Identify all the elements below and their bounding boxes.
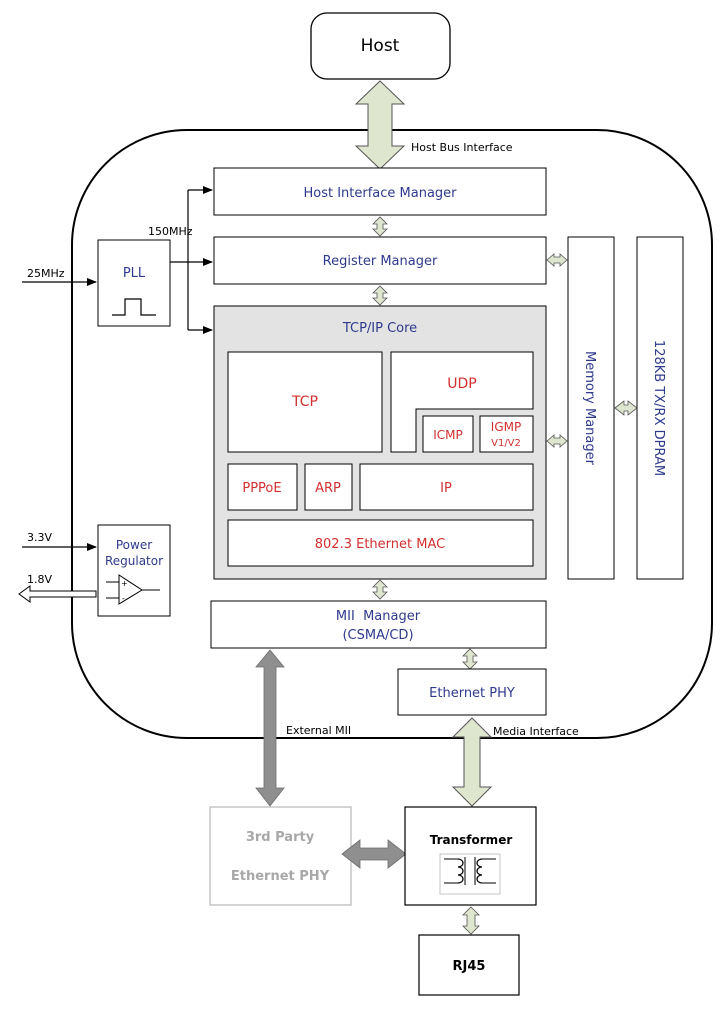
power-output-label: 1.8V: [27, 573, 52, 586]
transformer-label: Transformer: [430, 833, 513, 847]
power-regulator-title-line2: Regulator: [105, 554, 163, 568]
igmp-block: [479, 415, 534, 453]
tcpip-core-label: TCP/IP Core: [342, 321, 417, 336]
svg-text:+: +: [121, 579, 128, 588]
rm-memory-arrow-icon: [546, 253, 568, 267]
pll-label: PLL: [123, 266, 146, 281]
ip-block: [359, 463, 534, 511]
power-regulator-title-line1: Power: [116, 538, 152, 552]
external-mii-arrow-icon: [255, 649, 285, 807]
core-mii-arrow-icon: [372, 579, 388, 600]
tcp-label: TCP: [291, 394, 318, 410]
third-party-phy-block: [209, 806, 352, 906]
icmp-label: ICMP: [433, 428, 463, 442]
host-label: Host: [361, 36, 400, 56]
transformer-rj45-arrow-icon: [462, 906, 480, 935]
mii-manager-label-line1: MII Manager: [336, 609, 421, 624]
third-party-phy-label-line1: 3rd Party: [246, 830, 315, 845]
igmp-label-line2: V1/V2: [491, 438, 521, 449]
dpram-block: [636, 236, 684, 580]
host-interface-manager-block: [213, 167, 547, 216]
pppoe-block: [227, 463, 298, 511]
media-interface-arrow-icon: [451, 717, 493, 807]
him-rm-arrow-icon: [372, 216, 388, 237]
ethernet-mac-label: 802.3 Ethernet MAC: [315, 537, 445, 552]
ethernet-phy-label: Ethernet PHY: [429, 686, 515, 701]
memory-manager-block: [567, 236, 615, 580]
pppoe-label: PPPoE: [242, 481, 281, 496]
udp-label: UDP: [447, 376, 476, 392]
rj45-block: [418, 934, 520, 996]
memory-dpram-arrow-icon: [614, 400, 638, 416]
power-regulator-block: [97, 524, 171, 617]
op-amp-icon: + -: [106, 574, 160, 605]
host-box: [310, 12, 451, 80]
igmp-label-line1: IGMP: [491, 420, 521, 434]
pll-block: [97, 239, 171, 327]
clock-pulse-icon: [112, 298, 156, 316]
clock-input-label: 25MHz: [27, 267, 65, 280]
ethernet-phy-block: [397, 668, 547, 716]
rm-core-arrow-icon: [372, 285, 388, 306]
mii-manager-block: [210, 600, 547, 649]
host-interface-manager-label: Host Interface Manager: [303, 186, 457, 201]
register-manager-label: Register Manager: [323, 254, 438, 269]
power-input-label: 3.3V: [27, 531, 52, 544]
dpram-label: 128KB TX/RX DPRAM: [651, 340, 666, 476]
phy-transformer-arrow-icon: [341, 839, 407, 869]
power-output-arrow-icon: [18, 585, 97, 603]
svg-text:-: -: [122, 594, 125, 603]
media-interface-label: Media Interface: [493, 725, 579, 738]
arp-label: ARP: [315, 481, 341, 496]
tcp-block: [227, 351, 383, 453]
arp-block: [304, 463, 353, 511]
rj45-label: RJ45: [453, 959, 486, 974]
third-party-phy-label-line2: Ethernet PHY: [231, 869, 330, 884]
host-bus-interface-label: Host Bus Interface: [411, 141, 513, 154]
ip-label: IP: [440, 481, 452, 496]
core-memory-arrow-icon: [546, 434, 568, 448]
external-mii-label: External MII: [286, 724, 351, 737]
icmp-block: [422, 415, 474, 453]
udp-block: [390, 351, 534, 453]
register-manager-block: [213, 236, 547, 285]
memory-manager-label: Memory Manager: [582, 351, 597, 466]
ethernet-mac-block: [227, 519, 534, 567]
transformer-coil-icon: [439, 853, 501, 895]
clock-output-label: 150MHz: [148, 225, 193, 238]
mii-manager-label-line2: (CSMA/CD): [342, 628, 413, 643]
